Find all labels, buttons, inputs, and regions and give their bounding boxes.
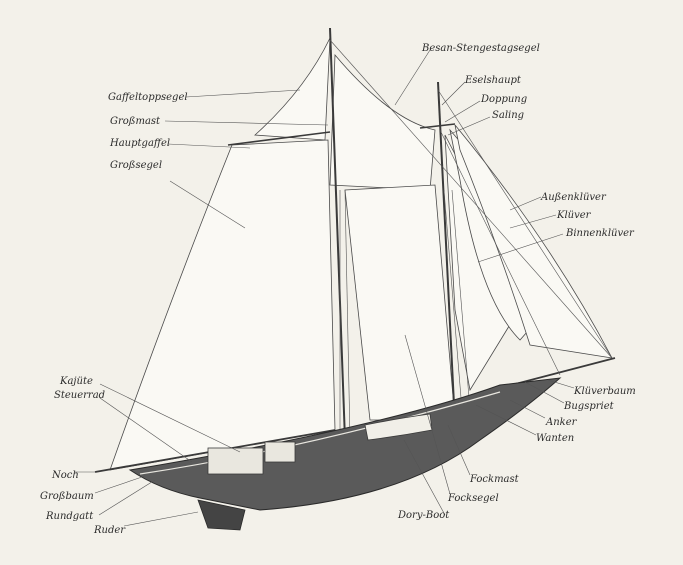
hull bbox=[128, 377, 562, 511]
saling-spar bbox=[419, 123, 456, 129]
label-focksegel: Focksegel bbox=[447, 493, 499, 504]
focksegel-sail bbox=[344, 184, 456, 421]
label-fockmast: Fockmast bbox=[469, 474, 520, 485]
rigging bbox=[329, 39, 613, 441]
deck-house-2 bbox=[264, 441, 296, 463]
label-doppung: Doppung bbox=[480, 94, 527, 105]
label-grossbaum: Großbaum bbox=[40, 491, 94, 502]
label-steuerrad: Steuerrad bbox=[54, 390, 105, 401]
leader-lines bbox=[75, 49, 575, 527]
label-grosssegel: Großsegel bbox=[110, 160, 162, 171]
label-aussenklueer: Außenklüver bbox=[540, 192, 607, 203]
label-binnenklueer: Binnenklüver bbox=[565, 228, 635, 239]
label-noch: Noch bbox=[51, 470, 79, 481]
label-grossmast: Großmast bbox=[110, 116, 161, 127]
label-eselshaupt: Eselshaupt bbox=[464, 75, 522, 86]
hull-stripe bbox=[139, 391, 501, 475]
label-anker: Anker bbox=[545, 417, 578, 428]
label-hauptgaffel: Hauptgaffel bbox=[109, 138, 170, 149]
label-saling: Saling bbox=[492, 110, 524, 121]
fockmast-mast bbox=[437, 81, 456, 426]
label-ruder: Ruder bbox=[93, 525, 126, 536]
label-dory-boot: Dory-Boot bbox=[397, 510, 450, 521]
label-besan-stengestagsegel: Besan-Stengestagsegel bbox=[421, 43, 540, 54]
label-klueer: Klüver bbox=[556, 210, 592, 221]
grosssegel-sail bbox=[109, 139, 336, 471]
hauptgaffel-spar bbox=[227, 131, 331, 146]
label-rundgatt: Rundgatt bbox=[45, 511, 94, 522]
label-gaffeltoppsegel: Gaffeltoppsegel bbox=[108, 92, 188, 103]
label-wanten: Wanten bbox=[536, 433, 574, 444]
label-klueverbaum: Klüverbaum bbox=[573, 386, 636, 397]
kajuete-house bbox=[207, 447, 264, 475]
besan-stengestagsegel-sail bbox=[329, 53, 436, 191]
label-bugspriet: Bugspriet bbox=[563, 401, 615, 412]
label-kajuete: Kajüte bbox=[59, 376, 93, 387]
gaffeltoppsegel-sail bbox=[254, 37, 331, 141]
grossmast-mast bbox=[329, 27, 346, 441]
ruder bbox=[197, 499, 246, 531]
